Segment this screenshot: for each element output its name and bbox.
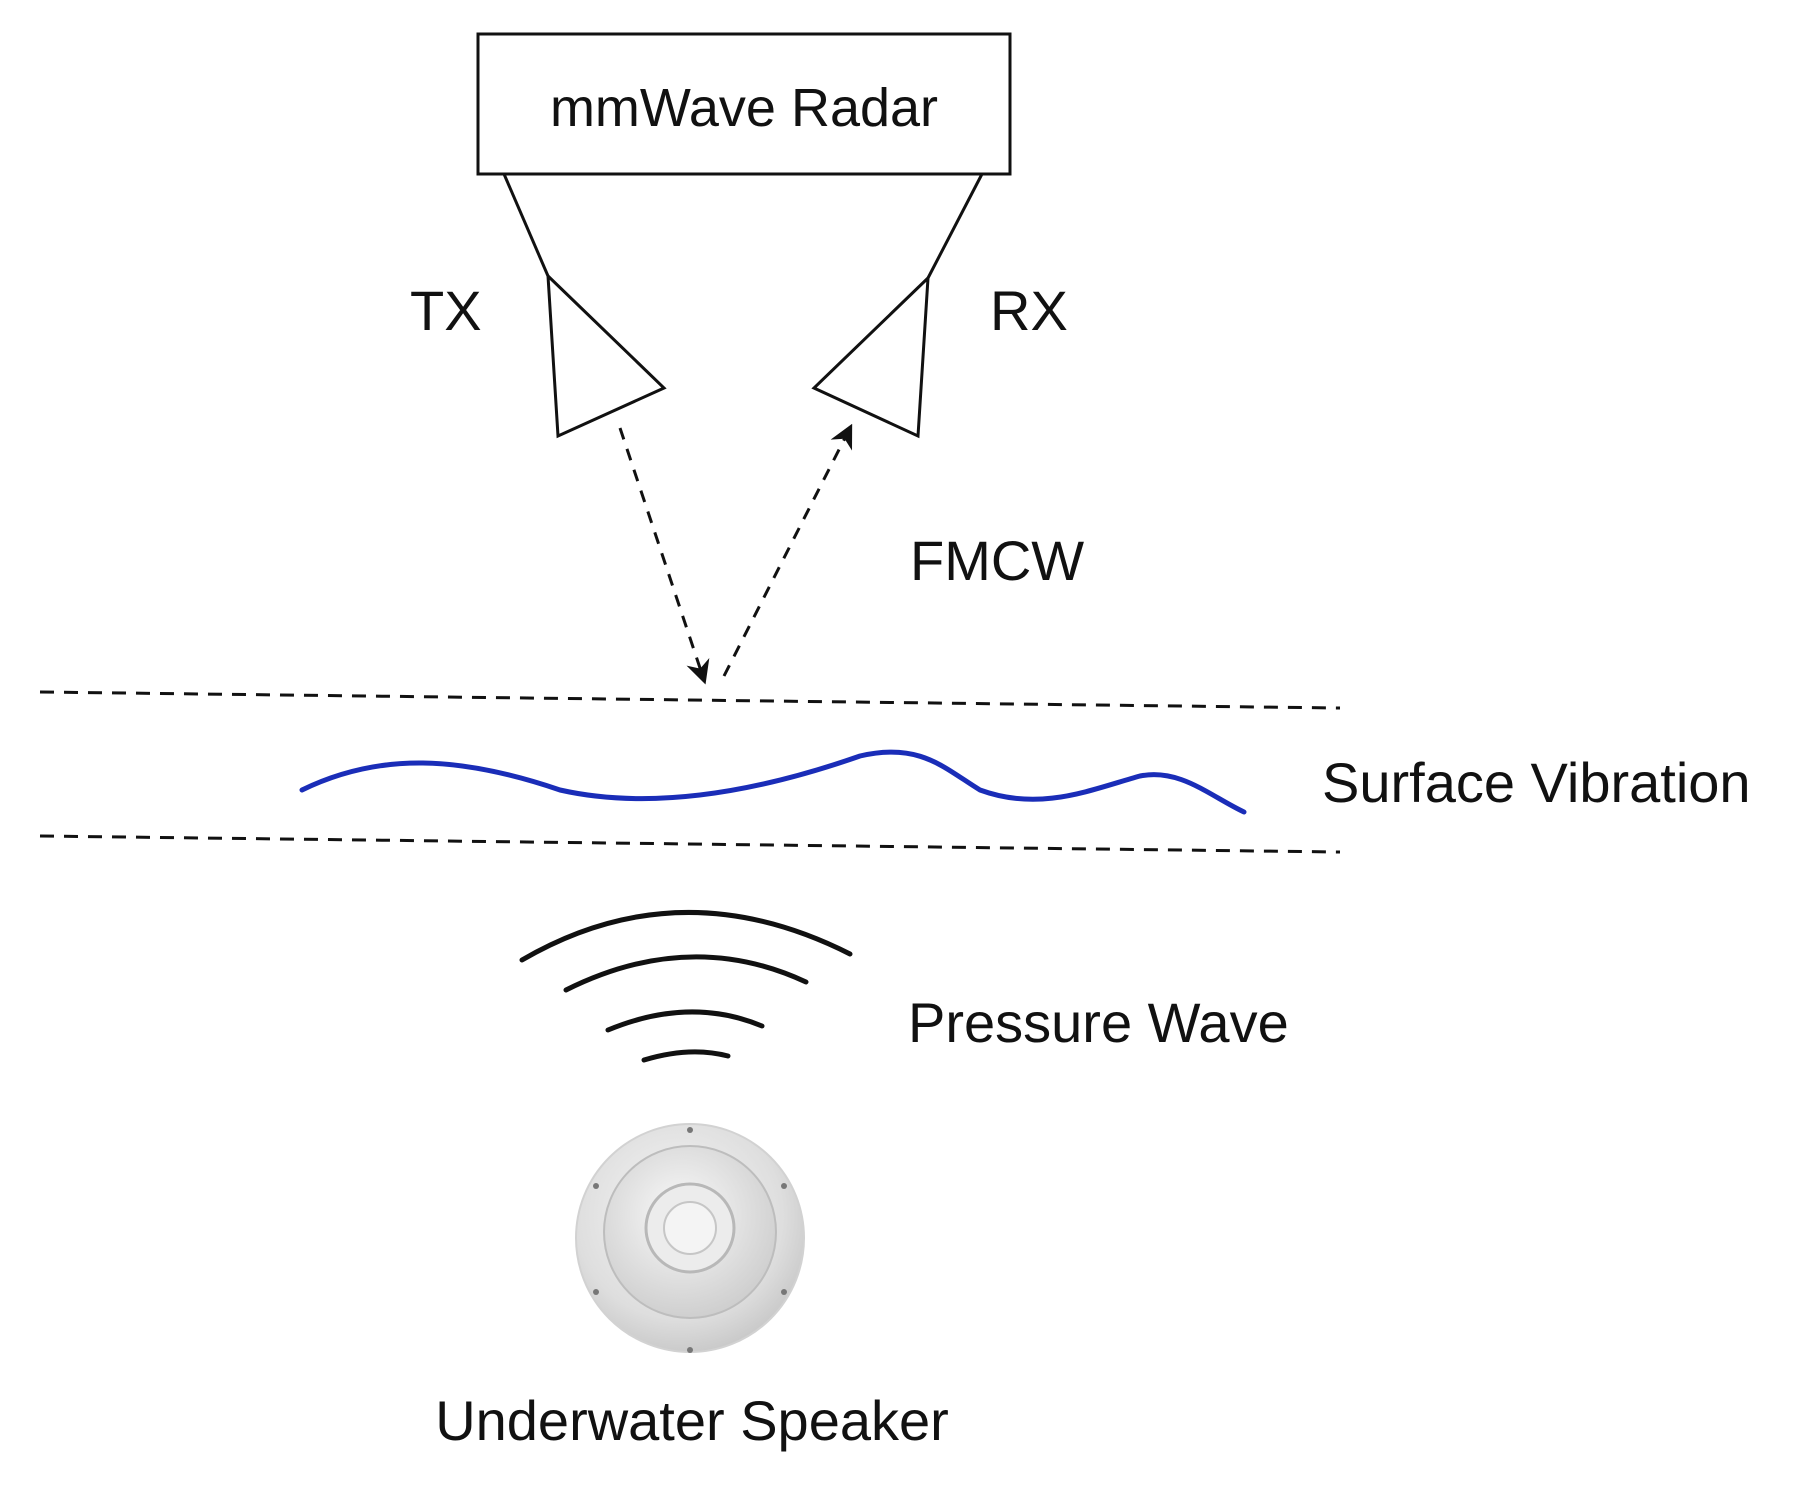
surface-boundaries <box>39 690 1341 854</box>
triangle-antenna-icon <box>546 272 667 439</box>
radar-box: mmWave Radar <box>476 32 1012 176</box>
pressure-arc-4 <box>519 909 853 963</box>
pressure-wave: Pressure Wave <box>519 909 1289 1063</box>
tx-label: TX <box>410 279 482 342</box>
pressure-arc-1 <box>641 1049 731 1063</box>
surface-label: Surface Vibration <box>1322 751 1751 814</box>
rx-arrow <box>722 423 853 677</box>
fmcw-signal-arrows: FMCW <box>618 423 1084 685</box>
pressure-arc-2 <box>605 1009 765 1033</box>
rx-antenna: RX <box>811 173 1068 439</box>
radar-label: mmWave Radar <box>550 78 938 138</box>
rx-label: RX <box>990 279 1068 342</box>
triangle-antenna-icon <box>811 274 930 439</box>
pressure-arc-3 <box>563 954 809 993</box>
speaker-label: Underwater Speaker <box>435 1389 949 1452</box>
speaker-icon: Underwater Speaker <box>435 1123 949 1452</box>
pressure-label: Pressure Wave <box>908 991 1289 1054</box>
surface-vibration: Surface Vibration <box>299 749 1751 815</box>
vibration-wave <box>299 749 1247 815</box>
upper-surface-line <box>39 690 1341 710</box>
tx-antenna: TX <box>410 173 667 439</box>
fmcw-label: FMCW <box>910 529 1084 592</box>
lower-surface-line <box>39 834 1341 854</box>
tx-arrow <box>618 427 710 685</box>
